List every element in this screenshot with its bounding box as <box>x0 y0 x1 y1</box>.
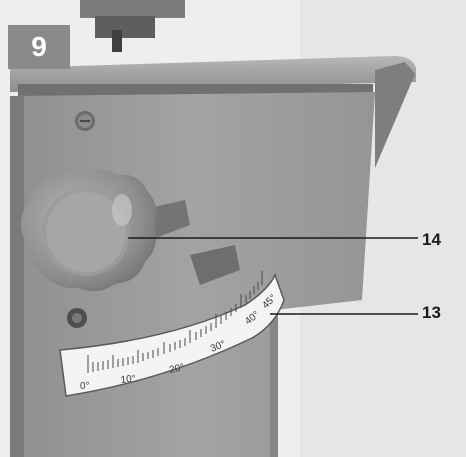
scale-label-20: 20° <box>168 362 185 376</box>
upper-bracket <box>80 0 185 18</box>
knob <box>21 169 157 292</box>
callout-13: 13 <box>422 303 441 322</box>
scale-label-30: 30° <box>209 339 227 355</box>
saw-table-edge <box>10 56 416 92</box>
scale-label-10: 10° <box>120 373 136 386</box>
scale-label-0: 0° <box>80 381 90 392</box>
figure-number-badge: 9 <box>8 25 70 69</box>
callout-14: 14 <box>422 230 441 249</box>
angle-scale: 0° 10° 20° 30° 40° 45° <box>59 271 285 397</box>
